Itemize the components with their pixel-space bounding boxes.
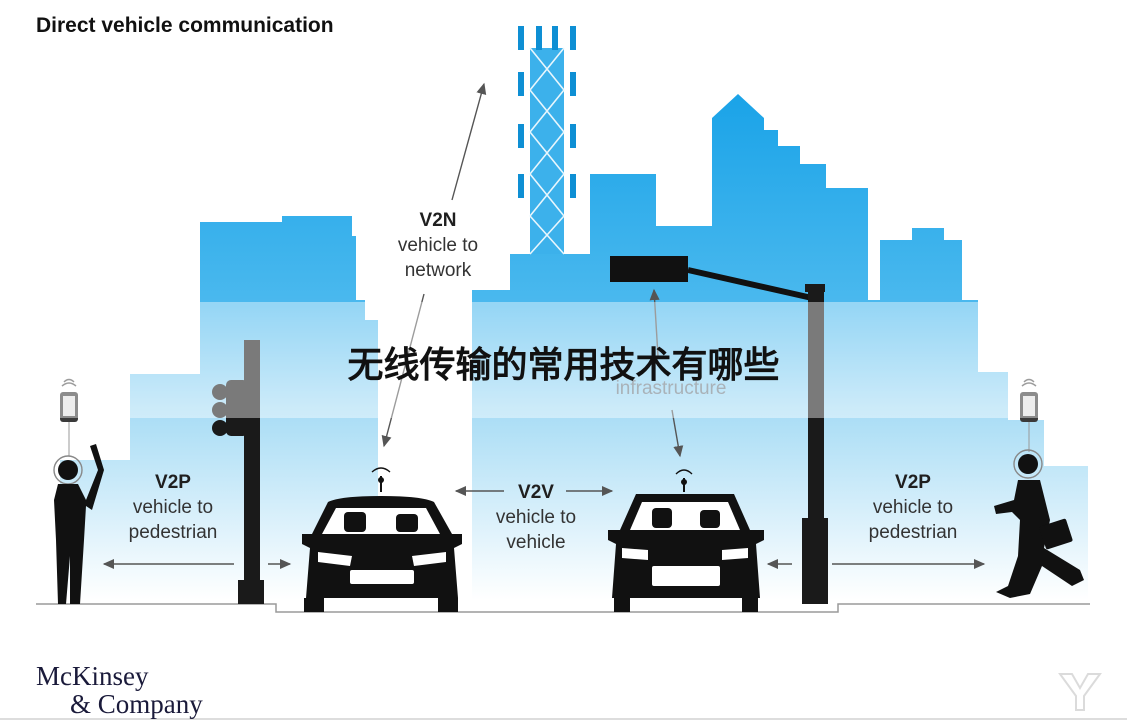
logo-line-1: McKinsey	[36, 661, 149, 691]
smartphone-icon	[1020, 378, 1038, 452]
label-v2p-left-desc: vehicle to pedestrian	[128, 497, 218, 543]
label-v2p-right-code: V2P	[895, 472, 931, 493]
logo-line-2: & Company	[70, 689, 203, 719]
label-v2n-desc: vehicle to network	[397, 235, 479, 281]
label-v2n: V2N vehicle to network	[378, 208, 498, 283]
label-v2p-left-code: V2P	[155, 472, 191, 493]
watermark-icon	[1058, 673, 1102, 711]
arrow-v2n-down	[381, 293, 425, 448]
label-v2v: V2V vehicle to vehicle	[482, 480, 590, 555]
mckinsey-logo: McKinsey & Company	[36, 662, 203, 718]
arrow-v2n-up	[451, 82, 487, 201]
diagram-title: Direct vehicle communication	[36, 14, 334, 37]
traffic-light-icon	[212, 340, 264, 604]
pedestrian-icon	[53, 444, 104, 604]
label-v2p-right: V2P vehicle to pedestrian	[852, 470, 974, 545]
cell-tower-icon	[518, 26, 576, 255]
smartphone-icon	[60, 378, 78, 456]
arrow-v2i-up	[649, 288, 660, 357]
label-v2p-left: V2P vehicle to pedestrian	[112, 470, 234, 545]
car-icon	[302, 467, 462, 612]
label-v2v-code: V2V	[518, 482, 554, 503]
label-v2p-right-desc: vehicle to pedestrian	[868, 497, 958, 543]
label-v2n-code: V2N	[419, 210, 457, 231]
arrow-v2i-down	[671, 409, 684, 458]
label-v2i-desc: infrastructure	[615, 378, 727, 399]
business-pedestrian-icon	[994, 449, 1084, 598]
ground-line	[36, 603, 1090, 613]
street-light-icon	[610, 256, 828, 604]
city-skyline	[60, 94, 1088, 600]
label-v2i: infrastructure	[600, 376, 742, 401]
suv-icon	[608, 469, 764, 612]
overlay-band	[0, 302, 1127, 418]
overlay-title: 无线传输的常用技术有哪些	[347, 345, 780, 386]
label-v2v-desc: vehicle to vehicle	[495, 507, 577, 553]
connection-arrows	[102, 82, 986, 570]
